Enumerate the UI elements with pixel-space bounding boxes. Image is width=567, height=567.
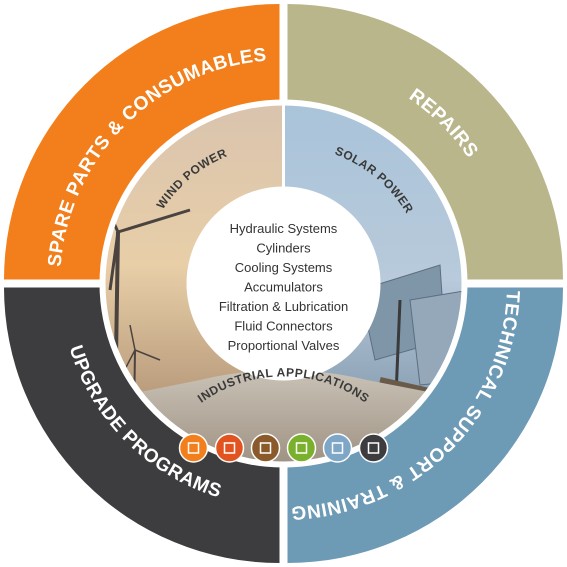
plant-icon-glyph: [367, 442, 380, 454]
ship-icon-glyph: [331, 442, 344, 454]
industry-icon-row: [178, 433, 389, 463]
center-item: Hydraulic Systems: [230, 221, 338, 236]
center-item: Proportional Valves: [228, 338, 340, 353]
crane-hook-icon: [178, 433, 209, 463]
factory-icon-glyph: [223, 442, 236, 454]
center-item: Cylinders: [256, 241, 311, 256]
hook-icon-glyph: [295, 442, 308, 454]
center-item: Cooling Systems: [235, 260, 333, 275]
hook-icon: [286, 433, 317, 463]
ring-segment-spare-parts: [4, 4, 280, 280]
factory-icon: [214, 433, 245, 463]
center-item: Fluid Connectors: [234, 319, 333, 334]
ring-segment-upgrade-programs: [4, 287, 280, 563]
plant-icon: [358, 433, 389, 463]
ring-segment-repairs: [287, 4, 563, 280]
center-item: Filtration & Lubrication: [219, 299, 348, 314]
center-item: Accumulators: [244, 280, 323, 295]
crane-hook-icon-glyph: [187, 442, 200, 454]
center-circle: [186, 186, 381, 381]
ship-icon: [322, 433, 353, 463]
mining-icon-glyph: [259, 442, 272, 454]
ring-segment-technical-support: [287, 287, 563, 563]
mining-icon: [250, 433, 281, 463]
